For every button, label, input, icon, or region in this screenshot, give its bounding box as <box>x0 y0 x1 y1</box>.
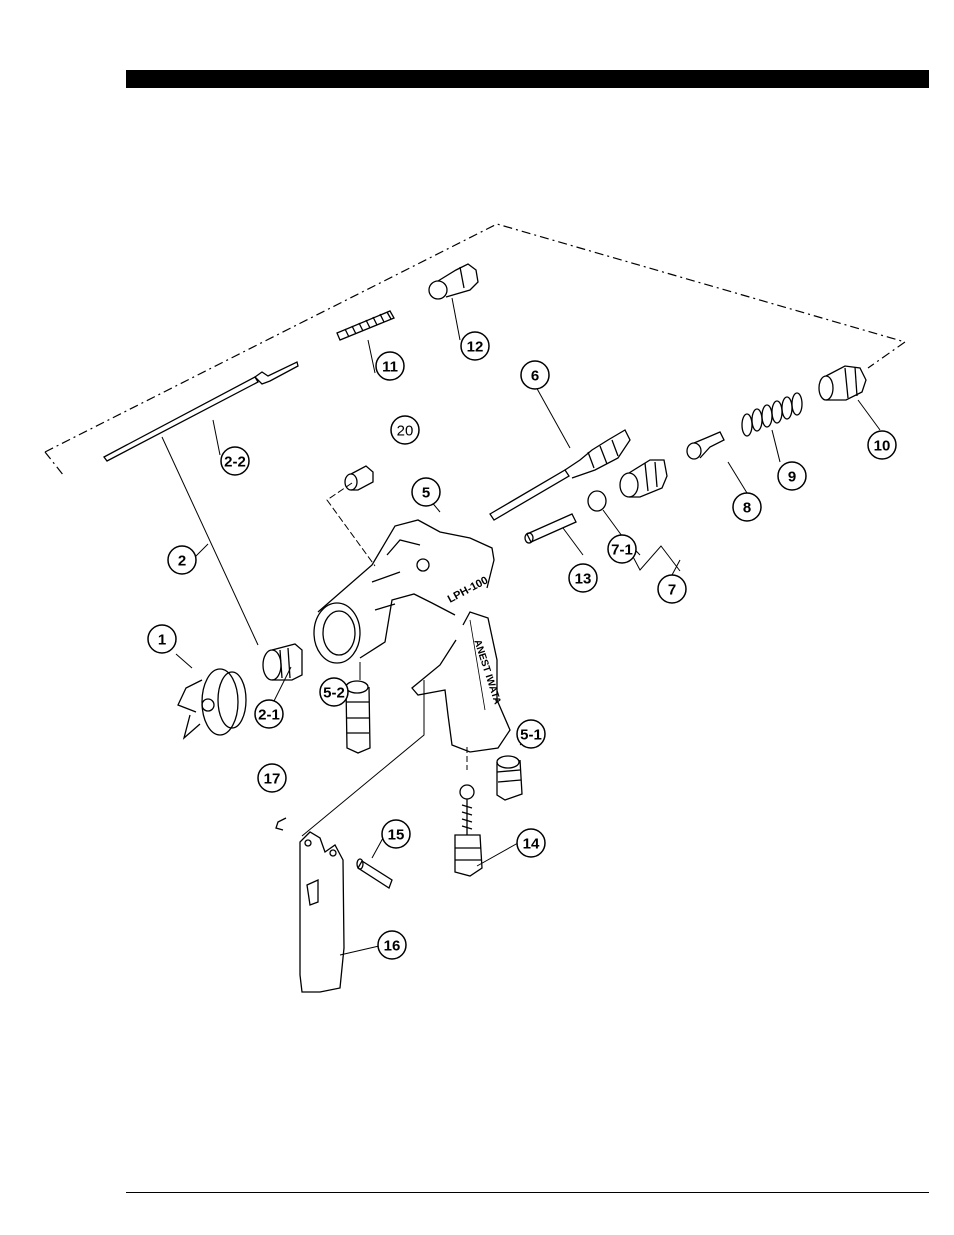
leader-lines <box>162 298 880 955</box>
part-5-2-fitting <box>346 681 370 753</box>
part-2-1-fluid-nozzle <box>263 644 302 680</box>
part-15-trigger-pin <box>357 859 392 888</box>
gun-body-model-text: LPH-100 <box>446 574 491 605</box>
callout-6: 6 <box>531 368 539 385</box>
part-9-spring <box>742 393 802 436</box>
callout-13: 13 <box>575 571 592 588</box>
part-10-valve-cap <box>819 366 866 400</box>
part-12-adjuster <box>429 264 478 299</box>
callout-7-1: 7-1 <box>611 542 633 559</box>
callout-7: 7 <box>668 582 676 599</box>
part-16-trigger <box>300 832 344 992</box>
callout-9: 9 <box>788 469 796 486</box>
callout-17: 17 <box>264 771 281 788</box>
part-5-1-fitting <box>497 756 522 800</box>
part-17-clip <box>276 818 286 830</box>
part-8-valve <box>687 432 724 459</box>
callout-12: 12 <box>467 339 484 356</box>
callout-2-1: 2-1 <box>258 707 280 724</box>
callout-5-1: 5-1 <box>520 727 542 744</box>
handle-brand-text: ANEST IWATA <box>471 638 502 706</box>
part-13-pin <box>525 514 576 543</box>
part-1-air-cap <box>178 669 246 738</box>
callout-labels: 1 2 2-1 2-2 5 5-1 5-2 6 7 7-1 8 9 10 11 … <box>158 339 891 955</box>
part-14-fluid-adjuster <box>455 785 482 876</box>
callout-5-2: 5-2 <box>323 685 345 702</box>
callout-16: 16 <box>384 938 401 955</box>
part-7-valve-seat <box>620 460 667 497</box>
part-11-needle-spring <box>337 311 394 340</box>
callout-2: 2 <box>178 553 186 570</box>
callout-10: 10 <box>874 438 891 455</box>
part-7-1-o-ring <box>588 491 606 511</box>
callout-circles <box>148 332 896 959</box>
callout-2-2: 2-2 <box>224 454 246 471</box>
callout-15: 15 <box>388 827 405 844</box>
callout-1: 1 <box>158 632 166 649</box>
callout-20: 20 <box>397 423 414 440</box>
part-20-plug <box>345 466 373 490</box>
callout-5: 5 <box>422 485 430 502</box>
part-5-gun-body <box>314 520 510 752</box>
callout-11: 11 <box>382 359 398 376</box>
part-2-2-fluid-needle <box>104 362 298 461</box>
callout-8: 8 <box>743 500 751 517</box>
callout-14: 14 <box>523 836 540 853</box>
part-6-valve-stem <box>490 430 630 520</box>
